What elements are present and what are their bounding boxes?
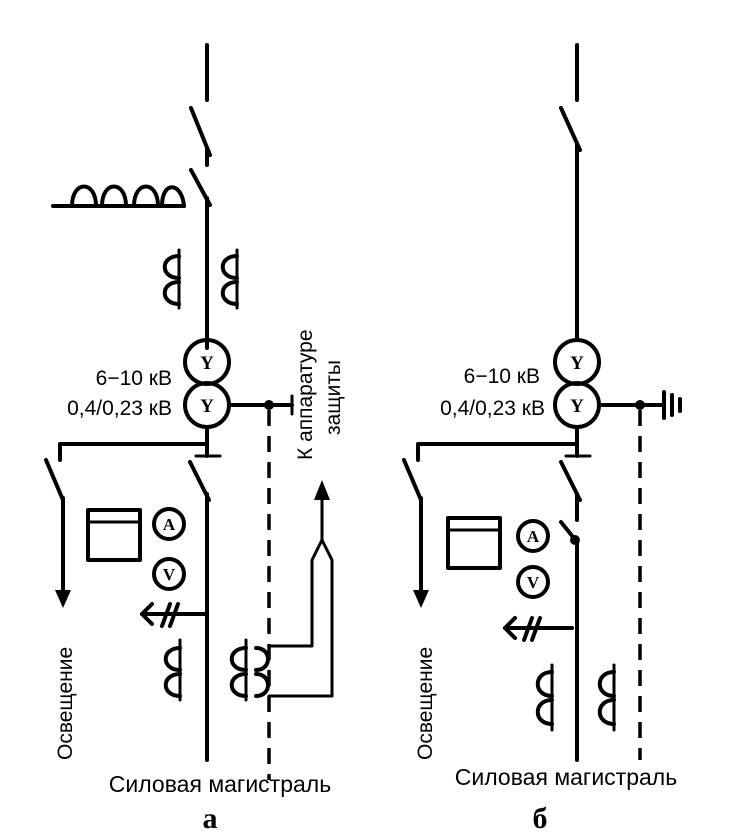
panel-a-neutral-node (264, 400, 274, 410)
panel-a-neutral-line (227, 394, 294, 780)
panel-b-lighting-arrow-icon (413, 590, 429, 608)
panel-a-lighting-label: Освещение (54, 647, 77, 760)
panel-a-lv-bus (58, 425, 222, 462)
panel-b-lv-bus (416, 425, 592, 462)
panel-b-lighting-label: Освещение (414, 647, 437, 760)
panel-a-hv-winding-symbol: Y (200, 353, 214, 374)
panel-a-protection-label-line2: защиты (322, 360, 345, 435)
panel-a-protection-leads (267, 480, 334, 698)
panel-a-breaker-icon (140, 602, 209, 628)
panel-a: Y Y 6−10 кВ 0,4/0,23 кВ Освещение (44, 43, 345, 835)
panel-a-transformer: Y Y (183, 338, 231, 429)
panel-a-lv-main-line (188, 460, 211, 762)
panel-a-protection-label-line1: К аппаратуре (294, 329, 317, 460)
panel-a-lv-ct-right (229, 638, 270, 702)
panel-a-hv-coils (51, 184, 186, 208)
panel-a-hv-voltage-label: 6−10 кВ (96, 367, 172, 390)
panel-a-hv-ct-right (220, 248, 239, 310)
panel-a-lv-voltage-label: 0,4/0,23 кВ (67, 397, 172, 420)
panel-b: Y Y 6−10 кВ 0,4/0,23 кВ Освещение (402, 43, 682, 835)
panel-a-meter-box (86, 508, 142, 562)
panel-b-breaker-icon (503, 616, 574, 642)
panel-b-neutral-line (597, 400, 666, 760)
panel-b-lv-ct-left (535, 663, 554, 732)
panel-b-lv-main-line (559, 460, 582, 762)
panel-a-lv-winding-symbol: Y (200, 396, 214, 417)
panel-a-lighting-arrow-icon (55, 590, 71, 608)
panel-b-hv-winding-symbol: Y (570, 353, 584, 374)
panel-a-protection-arrow-icon (314, 480, 330, 500)
panel-a-letter: а (203, 802, 218, 835)
panel-b-voltmeter: V (516, 565, 550, 599)
panel-a-bus-label: Силовая магистраль (109, 771, 331, 797)
panel-a-voltmeter: V (152, 557, 186, 591)
panel-a-voltmeter-symbol: V (163, 565, 176, 584)
panel-a-lv-ct-left (163, 638, 182, 702)
panel-b-hv-voltage-label: 6−10 кВ (464, 365, 540, 388)
panel-b-letter: б (533, 802, 548, 835)
panel-b-ammeter-symbol: A (527, 527, 540, 546)
panel-b-meter-box (446, 516, 502, 570)
panel-b-lv-winding-symbol: Y (570, 396, 584, 417)
panel-b-ground-icon (662, 390, 682, 420)
panel-a-hv-ct-left (162, 248, 181, 310)
panel-a-ammeter-symbol: A (163, 515, 176, 534)
panel-a-hv-line (189, 43, 212, 350)
panel-b-transformer: Y Y (553, 338, 601, 429)
panel-b-lv-ct-right (597, 663, 616, 732)
panel-b-hv-line (559, 43, 582, 342)
panel-b-neutral-node (635, 400, 645, 410)
panel-b-ammeter: A (516, 519, 550, 553)
panel-b-lighting-branch (402, 458, 429, 608)
panel-b-voltmeter-symbol: V (527, 573, 540, 592)
panel-a-lighting-branch (44, 458, 71, 608)
panel-b-bus-label: Силовая магистраль (455, 764, 677, 790)
panel-b-lv-voltage-label: 0,4/0,23 кВ (440, 397, 545, 420)
panel-a-ammeter: A (152, 507, 186, 541)
